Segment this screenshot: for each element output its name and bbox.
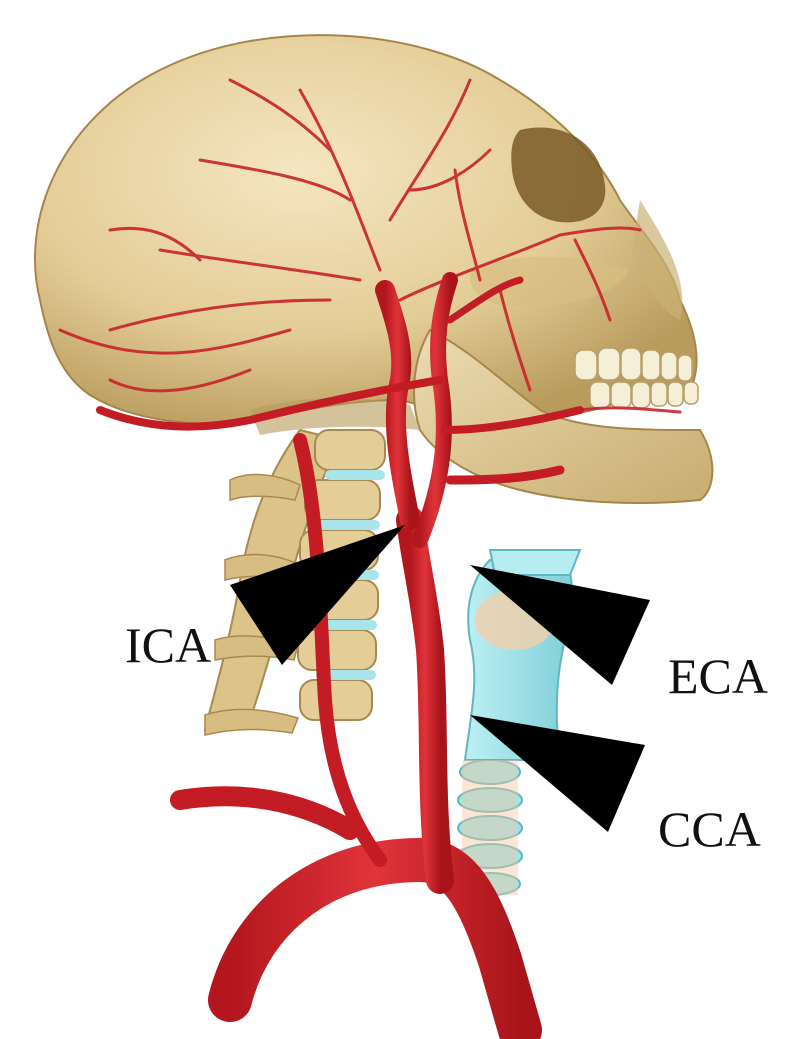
cca-label: CCA: [658, 801, 761, 857]
eca-label: ECA: [668, 648, 768, 704]
upper-teeth: [575, 348, 692, 381]
ica-label: ICA: [125, 617, 211, 673]
lower-teeth: [590, 382, 698, 408]
